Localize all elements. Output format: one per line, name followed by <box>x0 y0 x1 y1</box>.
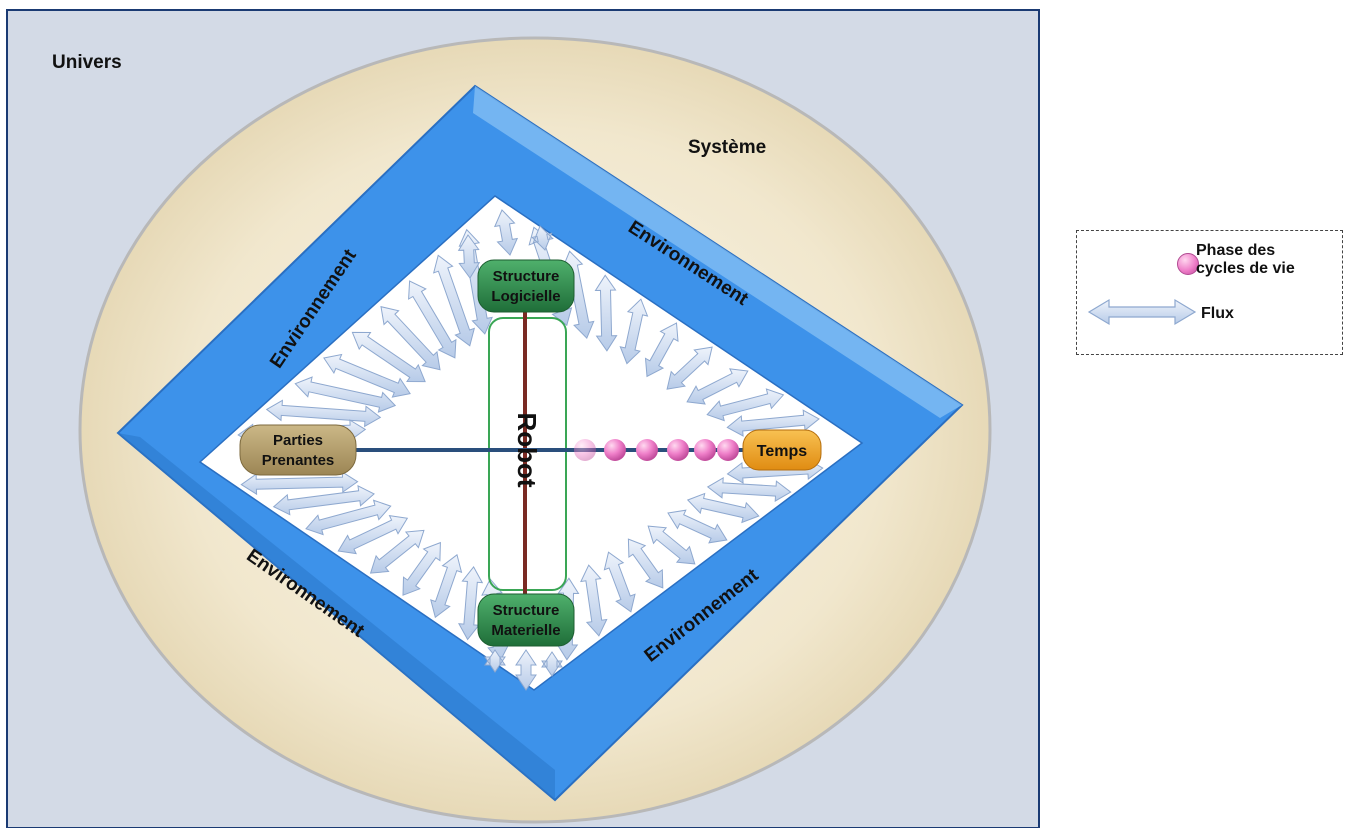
phase-circle <box>604 439 626 461</box>
flux-arrow <box>515 649 537 691</box>
flux-arrow <box>430 553 463 619</box>
inner-area <box>198 195 864 691</box>
frame-highlight <box>473 86 962 418</box>
structure-materielle-label-1: Structure <box>493 602 560 619</box>
flux-arrow <box>351 331 426 383</box>
flux-arrow <box>458 565 484 641</box>
flux-arrow <box>531 225 554 251</box>
flux-arrow <box>369 529 425 574</box>
flux-arrow <box>323 353 411 398</box>
legend-phase-label-2: cycles de vie <box>1196 260 1295 277</box>
phase-circle <box>717 439 739 461</box>
flux-arrow <box>541 651 563 677</box>
flux-arrow <box>706 476 792 503</box>
flux-arrow <box>240 471 359 496</box>
legend-flux-label: Flux <box>1201 305 1234 322</box>
temps-node <box>742 429 822 471</box>
systeme-label: Système <box>688 137 766 158</box>
phase-legend-icon <box>1177 253 1199 275</box>
flux-arrow <box>666 346 713 390</box>
structure-materielle-label-2: Materielle <box>491 622 560 639</box>
structure-materielle-node <box>477 593 575 647</box>
parties-prenantes-label-2: Prenantes <box>262 452 335 469</box>
temps-label: Temps <box>757 443 807 460</box>
structure-logicielle-label-1: Structure <box>493 268 560 285</box>
legend: Phase des cycles de vie Flux <box>1076 230 1343 355</box>
flux-arrow <box>402 541 441 596</box>
parties-prenantes-node <box>239 424 357 476</box>
flux-arrow <box>686 368 749 405</box>
flux-arrow <box>726 409 820 437</box>
flux-arrow <box>294 376 397 413</box>
flux-legend-icon <box>1087 298 1197 326</box>
parties-prenantes-label-1: Parties <box>273 432 323 449</box>
flux-arrow <box>619 298 649 365</box>
flux-arrow <box>647 525 696 565</box>
flux-arrow <box>337 514 409 555</box>
flux-arrow <box>457 234 481 279</box>
legend-phase-label-1: Phase des <box>1196 242 1276 259</box>
flux-arrow <box>580 564 608 637</box>
phase-circle <box>694 439 716 461</box>
flux-arrow <box>265 399 382 428</box>
univers-label: Univers <box>52 52 122 73</box>
flux-arrow <box>667 509 728 544</box>
robot-outline <box>488 317 567 591</box>
phase-circle <box>667 439 689 461</box>
robot-label: Robot <box>512 412 542 487</box>
flux-arrow <box>594 274 618 352</box>
flux-arrow <box>305 499 392 536</box>
phase-circle <box>636 439 658 461</box>
flux-arrow <box>627 538 664 589</box>
structure-logicielle-node <box>477 259 575 313</box>
frame-shadow <box>118 433 555 800</box>
flux-arrow <box>706 388 785 422</box>
flux-arrow <box>484 649 506 673</box>
flux-arrow <box>493 209 519 256</box>
flux-arrow <box>380 306 441 371</box>
flux-arrow <box>432 254 476 347</box>
flux-arrow <box>408 280 457 359</box>
flux-arrow <box>272 485 375 516</box>
flux-arrow <box>644 322 679 378</box>
flux-arrow <box>603 551 636 613</box>
flux-arrow <box>686 492 760 524</box>
structure-logicielle-label-2: Logicielle <box>491 288 560 305</box>
phase-circle <box>574 439 596 461</box>
phase-circles <box>574 439 739 461</box>
